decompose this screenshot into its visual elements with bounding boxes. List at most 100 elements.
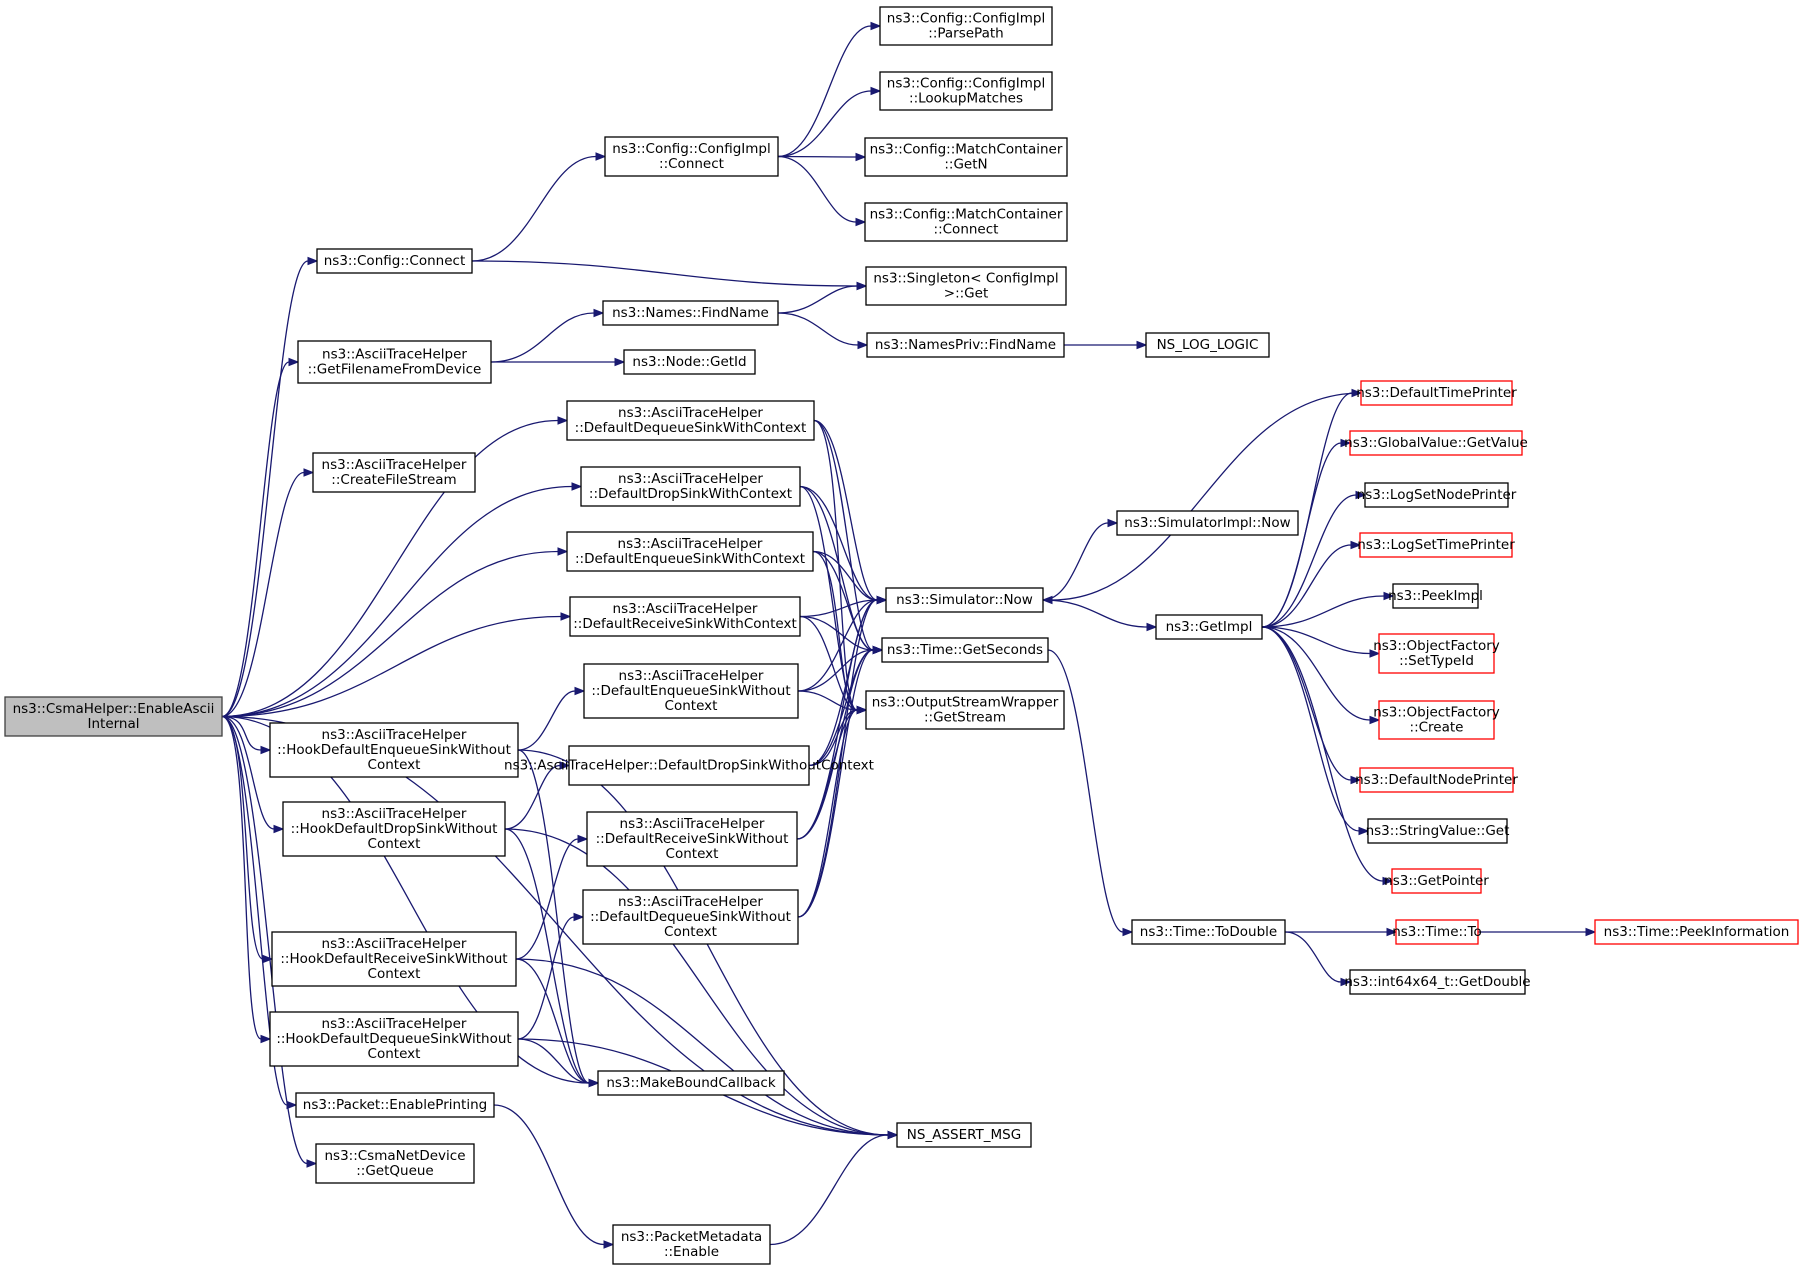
node-box bbox=[580, 466, 801, 507]
node-deq-wo[interactable]: ns3::AsciiTraceHelper::DefaultDequeueSin… bbox=[582, 889, 799, 945]
node-names-find[interactable]: ns3::Names::FindName bbox=[602, 300, 779, 326]
node-label: ::DefaultDropSinkWithContext bbox=[589, 486, 792, 502]
node-box bbox=[885, 587, 1044, 613]
node-label: ::HookDefaultReceiveSinkWithout bbox=[280, 951, 507, 967]
edge-recv_wo-to-time_getsec bbox=[796, 645, 884, 840]
node-osw-getstream[interactable]: ns3::OutputStreamWrapper::GetStream bbox=[865, 690, 1065, 730]
node-lookup[interactable]: ns3::Config::ConfigImpl::LookupMatches bbox=[879, 71, 1053, 111]
node-globalvalue-get[interactable]: ns3::GlobalValue::GetValue bbox=[1344, 430, 1528, 456]
node-of-create[interactable]: ns3::ObjectFactory::Create bbox=[1373, 700, 1500, 740]
node-singleton[interactable]: ns3::Singleton< ConfigImpl >::Get bbox=[865, 266, 1067, 306]
node-label: >::Get bbox=[944, 286, 988, 302]
node-hook-deq[interactable]: ns3::AsciiTraceHelper::HookDefaultDequeu… bbox=[269, 1011, 519, 1067]
node-getfilename[interactable]: ns3::AsciiTraceHelper::GetFilenameFromDe… bbox=[297, 340, 492, 384]
node-label: ns3::Names::FindName bbox=[612, 305, 769, 321]
node-label: ns3::GlobalValue::GetValue bbox=[1344, 435, 1528, 451]
node-mc-getn[interactable]: ns3::Config::MatchContainer::GetN bbox=[864, 137, 1068, 177]
node-label: ns3::Singleton< ConfigImpl bbox=[873, 271, 1058, 287]
node-pktmeta-enable[interactable]: ns3::PacketMetadata::Enable bbox=[612, 1224, 771, 1265]
node-createfilestream[interactable]: ns3::AsciiTraceHelper::CreateFileStream bbox=[312, 452, 476, 493]
node-label: ns3::Config::ConfigImpl bbox=[887, 11, 1045, 27]
node-hook-enq[interactable]: ns3::AsciiTraceHelper::HookDefaultEnqueu… bbox=[269, 722, 519, 778]
node-box bbox=[1391, 868, 1482, 894]
node-parsepath[interactable]: ns3::Config::ConfigImpl::ParsePath bbox=[879, 6, 1053, 46]
node-label: ns3::Simulator::Now bbox=[896, 592, 1033, 608]
edge-getimpl-to-of_create bbox=[1261, 626, 1381, 725]
node-label: ::GetStream bbox=[924, 710, 1006, 726]
node-label: ns3::Packet::EnablePrinting bbox=[303, 1097, 487, 1113]
edge-root-to-deq_ctx bbox=[221, 416, 569, 718]
node-sim-now[interactable]: ns3::Simulator::Now bbox=[885, 587, 1044, 613]
node-label: Context bbox=[368, 966, 421, 982]
node-assert-msg[interactable]: NS_ASSERT_MSG bbox=[896, 1122, 1032, 1148]
node-box bbox=[566, 531, 814, 572]
node-int64-getdouble[interactable]: ns3::int64x64_t::GetDouble bbox=[1344, 969, 1531, 995]
edge-namespriv-to-ns_log_logic bbox=[1063, 340, 1148, 350]
node-csma-getqueue[interactable]: ns3::CsmaNetDevice::GetQueue bbox=[315, 1143, 475, 1184]
edge-hook_deq-to-makebound bbox=[517, 1038, 600, 1088]
node-label: ns3::LogSetTimePrinter bbox=[1357, 537, 1515, 553]
node-hook-drop[interactable]: ns3::AsciiTraceHelper::HookDefaultDropSi… bbox=[282, 801, 506, 857]
edge-config_connect-to-singleton bbox=[471, 260, 868, 291]
node-time-getsec[interactable]: ns3::Time::GetSeconds bbox=[881, 637, 1049, 663]
node-default-node-printer[interactable]: ns3::DefaultNodePrinter bbox=[1355, 767, 1518, 793]
edge-deq_ctx-to-time_getsec bbox=[813, 419, 884, 655]
edge-cfgimpl_connect-to-mc_getn bbox=[777, 152, 867, 162]
node-pkt-enable[interactable]: ns3::Packet::EnablePrinting bbox=[295, 1092, 495, 1118]
node-drop-ctx[interactable]: ns3::AsciiTraceHelper::DefaultDropSinkWi… bbox=[580, 466, 801, 507]
node-enq-wo[interactable]: ns3::AsciiTraceHelper::DefaultEnqueueSin… bbox=[583, 663, 799, 719]
node-simimpl-now[interactable]: ns3::SimulatorImpl::Now bbox=[1116, 510, 1299, 536]
node-box bbox=[582, 889, 799, 945]
node-deq-ctx[interactable]: ns3::AsciiTraceHelper::DefaultDequeueSin… bbox=[566, 400, 815, 441]
node-of-settypeid[interactable]: ns3::ObjectFactory::SetTypeId bbox=[1373, 633, 1500, 674]
edge-deq_wo-to-time_getsec bbox=[797, 645, 884, 918]
node-box bbox=[612, 1224, 771, 1265]
node-box bbox=[1359, 767, 1514, 793]
edge-time_todouble-to-int64_getdouble bbox=[1284, 931, 1352, 987]
node-namespriv[interactable]: ns3::NamesPriv::FindName bbox=[866, 332, 1065, 358]
edge-root-to-createfilestream bbox=[221, 468, 315, 718]
node-label: ns3::AsciiTraceHelper bbox=[618, 536, 763, 552]
node-log-settime[interactable]: ns3::LogSetTimePrinter bbox=[1357, 532, 1515, 558]
node-label: ::CreateFileStream bbox=[331, 472, 456, 488]
edge-names_find-to-singleton bbox=[777, 281, 868, 314]
node-recv-wo[interactable]: ns3::AsciiTraceHelper::DefaultReceiveSin… bbox=[586, 811, 798, 867]
node-box bbox=[1378, 633, 1495, 674]
node-label: ::Create bbox=[1410, 720, 1464, 736]
node-node-getid[interactable]: ns3::Node::GetId bbox=[623, 349, 756, 375]
node-hook-recv[interactable]: ns3::AsciiTraceHelper::HookDefaultReceiv… bbox=[271, 931, 517, 987]
edge-getimpl-to-log_settime bbox=[1261, 540, 1362, 628]
node-default-time-printer[interactable]: ns3::DefaultTimePrinter bbox=[1356, 380, 1517, 406]
node-label: ns3::AsciiTraceHelper bbox=[619, 668, 764, 684]
node-box bbox=[866, 332, 1065, 358]
node-peekimpl[interactable]: ns3::PeekImpl bbox=[1388, 583, 1483, 609]
node-makebound[interactable]: ns3::MakeBoundCallback bbox=[597, 1070, 785, 1096]
node-box bbox=[4, 696, 223, 737]
node-cfgimpl-connect[interactable]: ns3::Config::ConfigImpl::Connect bbox=[604, 136, 779, 177]
node-box bbox=[881, 637, 1049, 663]
node-config-connect[interactable]: ns3::Config::Connect bbox=[316, 248, 473, 274]
node-box bbox=[269, 1011, 519, 1067]
node-time-to[interactable]: ns3::Time::To bbox=[1392, 919, 1482, 945]
node-time-todouble[interactable]: ns3::Time::ToDouble bbox=[1131, 919, 1286, 945]
node-ns-log-logic[interactable]: NS_LOG_LOGIC bbox=[1145, 332, 1270, 358]
node-mc-connect[interactable]: ns3::Config::MatchContainer::Connect bbox=[864, 202, 1068, 242]
node-label: ns3::DefaultTimePrinter bbox=[1356, 385, 1517, 401]
edge-deq_ctx-to-sim_now bbox=[813, 419, 888, 605]
edge-root-to-csma_getqueue bbox=[221, 715, 318, 1168]
node-drop-wo[interactable]: ns3::AsciiTraceHelper::DefaultDropSinkWi… bbox=[504, 745, 874, 786]
node-recv-ctx[interactable]: ns3::AsciiTraceHelper::DefaultReceiveSin… bbox=[569, 596, 801, 637]
node-getimpl[interactable]: ns3::GetImpl bbox=[1155, 614, 1263, 640]
node-stringvalue-get[interactable]: ns3::StringValue::Get bbox=[1366, 818, 1510, 844]
node-enq-ctx[interactable]: ns3::AsciiTraceHelper::DefaultEnqueueSin… bbox=[566, 531, 814, 572]
edge-getimpl-to-peekimpl bbox=[1261, 591, 1395, 628]
node-peekinfo[interactable]: ns3::Time::PeekInformation bbox=[1594, 919, 1799, 945]
edge-names_find-to-namespriv bbox=[777, 312, 869, 350]
node-label: ns3::CsmaNetDevice bbox=[324, 1148, 465, 1164]
node-log-setnode[interactable]: ns3::LogSetNodePrinter bbox=[1357, 482, 1517, 508]
call-edges bbox=[221, 21, 1597, 1249]
node-getpointer[interactable]: ns3::GetPointer bbox=[1384, 868, 1489, 894]
node-label: ::GetN bbox=[944, 157, 987, 173]
